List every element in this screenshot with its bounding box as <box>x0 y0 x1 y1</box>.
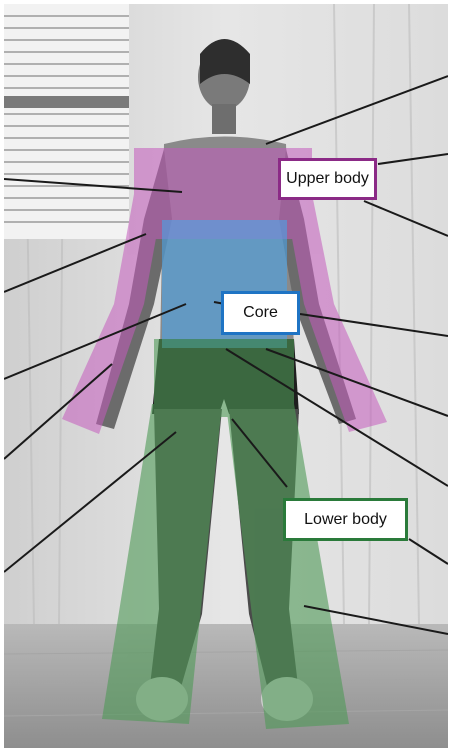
body-regions-figure <box>4 4 448 748</box>
window-blinds <box>4 4 129 239</box>
core-label: Core <box>221 291 300 335</box>
lower-body-label: Lower body <box>283 498 408 541</box>
upper-body-label: Upper body <box>278 158 377 200</box>
floor <box>4 624 448 748</box>
